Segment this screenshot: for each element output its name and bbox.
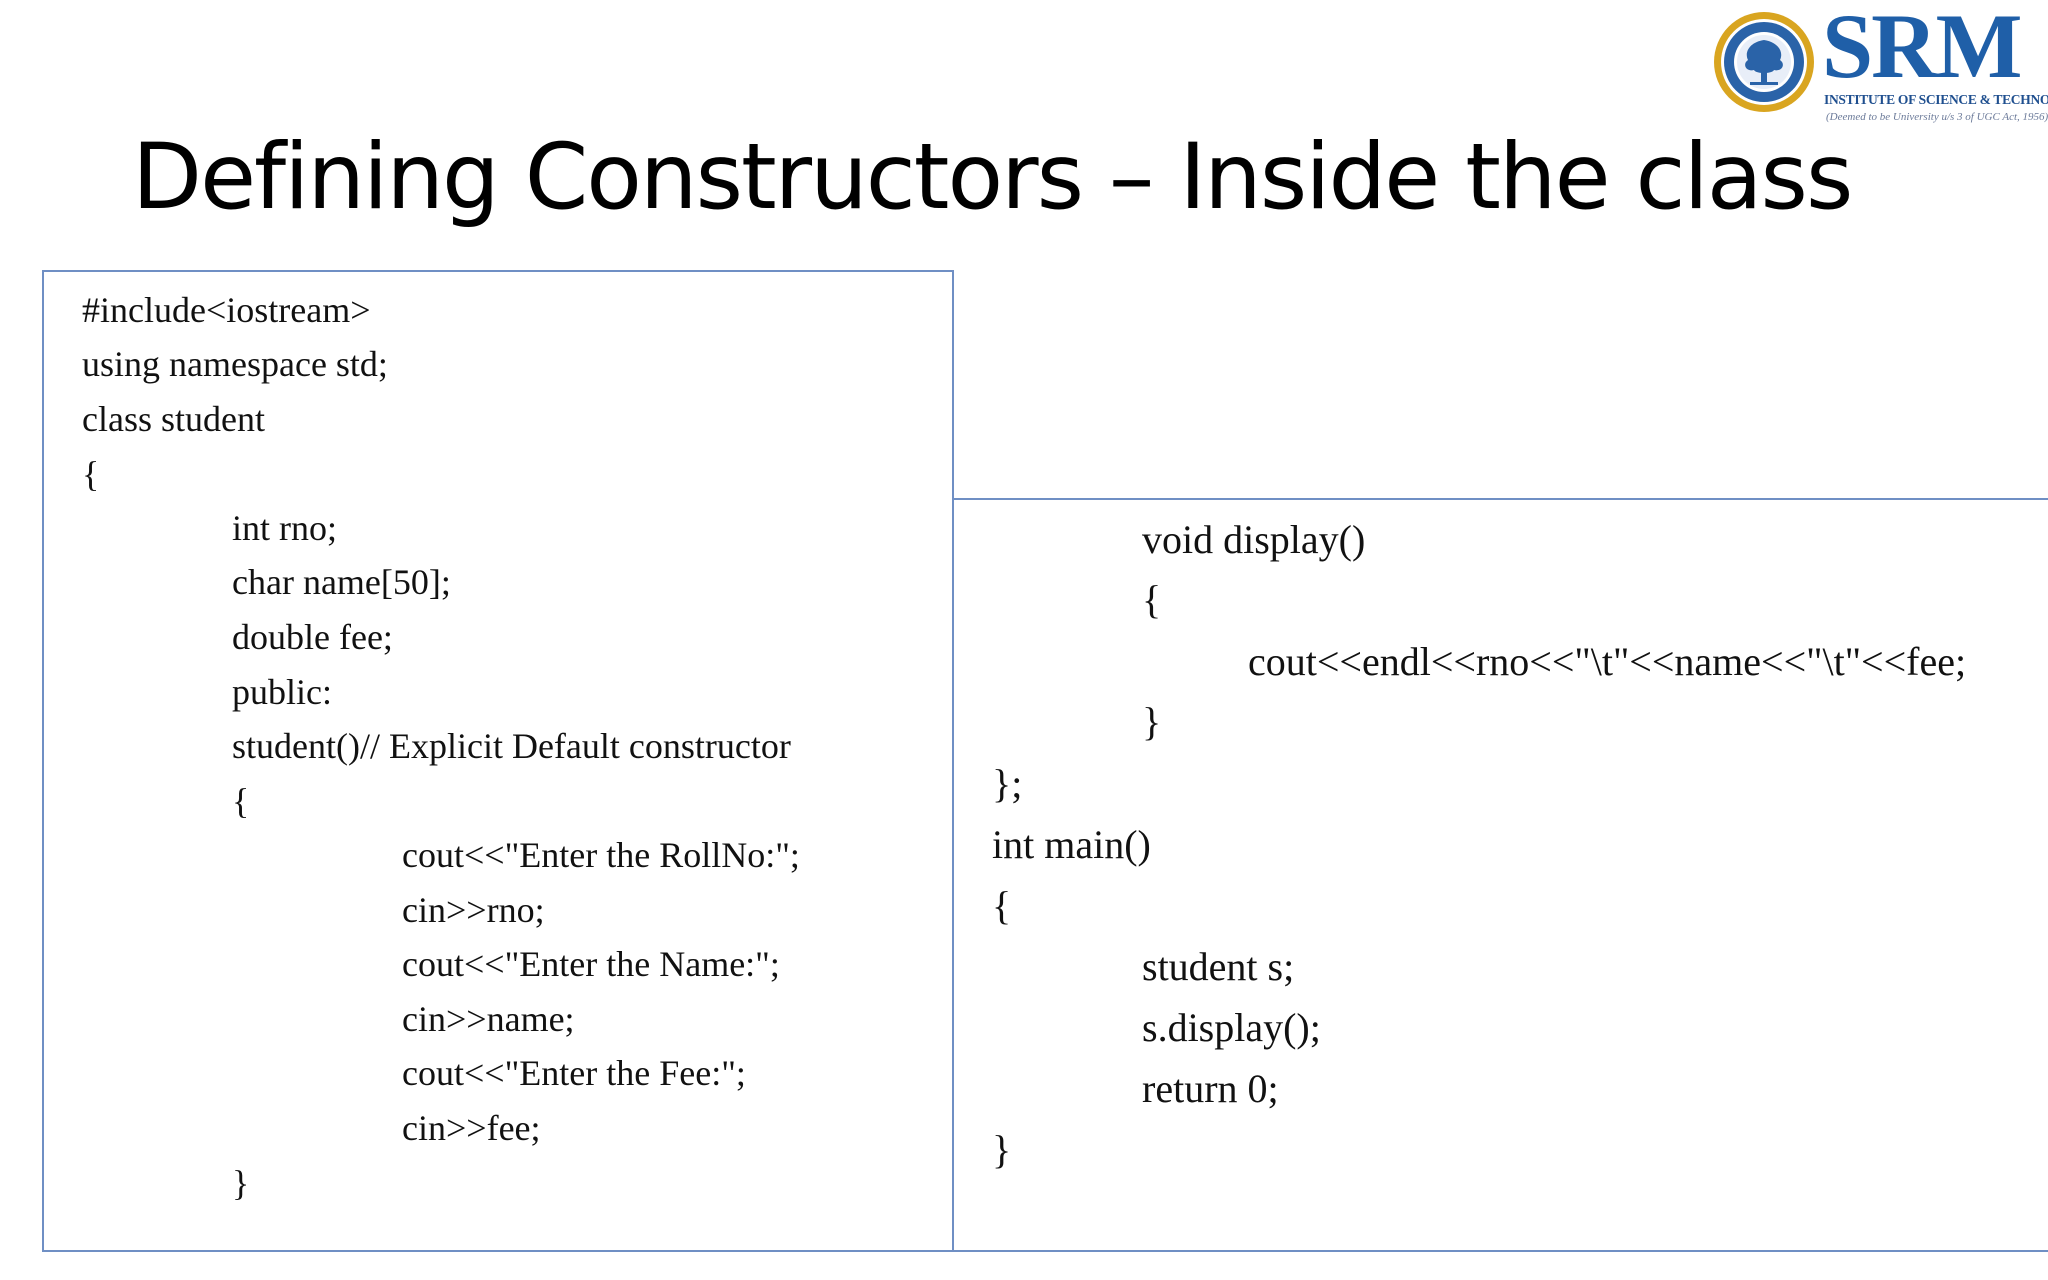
code-line: cin>>fee; <box>402 1108 541 1148</box>
slide-title: Defining Constructors – Inside the class <box>132 125 1853 230</box>
right-code-box: void display() { cout<<endl<<rno<<"\t"<<… <box>952 498 2048 1252</box>
code-line: s.display(); <box>1142 1005 1321 1050</box>
code-line: double fee; <box>232 617 393 657</box>
code-line: int rno; <box>232 508 337 548</box>
srm-emblem-icon <box>1714 12 1814 112</box>
logo-tagline: (Deemed to be University u/s 3 of UGC Ac… <box>1826 111 2048 123</box>
code-line: cout<<endl<<rno<<"\t"<<name<<"\t"<<fee; <box>1248 639 1967 684</box>
code-line: public: <box>232 672 332 712</box>
code-line: student()// Explicit Default constructor <box>232 726 791 766</box>
code-line: } <box>992 1127 1012 1172</box>
code-line: #include<iostream> <box>82 290 371 330</box>
left-code-box: #include<iostream> using namespace std; … <box>42 270 954 1252</box>
code-line: student s; <box>1142 944 1295 989</box>
code-line: cout<<"Enter the Name:"; <box>402 944 780 984</box>
logo-subtitle: INSTITUTE OF SCIENCE & TECHNOLOGY <box>1824 92 2048 107</box>
code-line: class student <box>82 399 265 439</box>
code-line: { <box>992 883 1012 928</box>
code-line: using namespace std; <box>82 344 388 384</box>
code-line: { <box>1142 577 1162 622</box>
code-line: int main() <box>992 822 1151 867</box>
code-line: } <box>1142 699 1162 744</box>
code-line: }; <box>992 761 1023 806</box>
code-line: cout<<"Enter the RollNo:"; <box>402 835 800 875</box>
code-line: cin>>rno; <box>402 890 545 930</box>
code-line: } <box>232 1163 250 1203</box>
code-line: void display() <box>1142 517 1366 562</box>
code-line: { <box>82 454 100 494</box>
code-line: cin>>name; <box>402 999 575 1039</box>
code-line: cout<<"Enter the Fee:"; <box>402 1053 746 1093</box>
logo-wordmark: SRM <box>1822 0 2022 97</box>
srm-logo: SRM INSTITUTE OF SCIENCE & TECHNOLOGY (D… <box>1712 0 2048 126</box>
code-line: { <box>232 781 250 821</box>
code-line: return 0; <box>1142 1066 1279 1111</box>
code-line: char name[50]; <box>232 562 451 602</box>
